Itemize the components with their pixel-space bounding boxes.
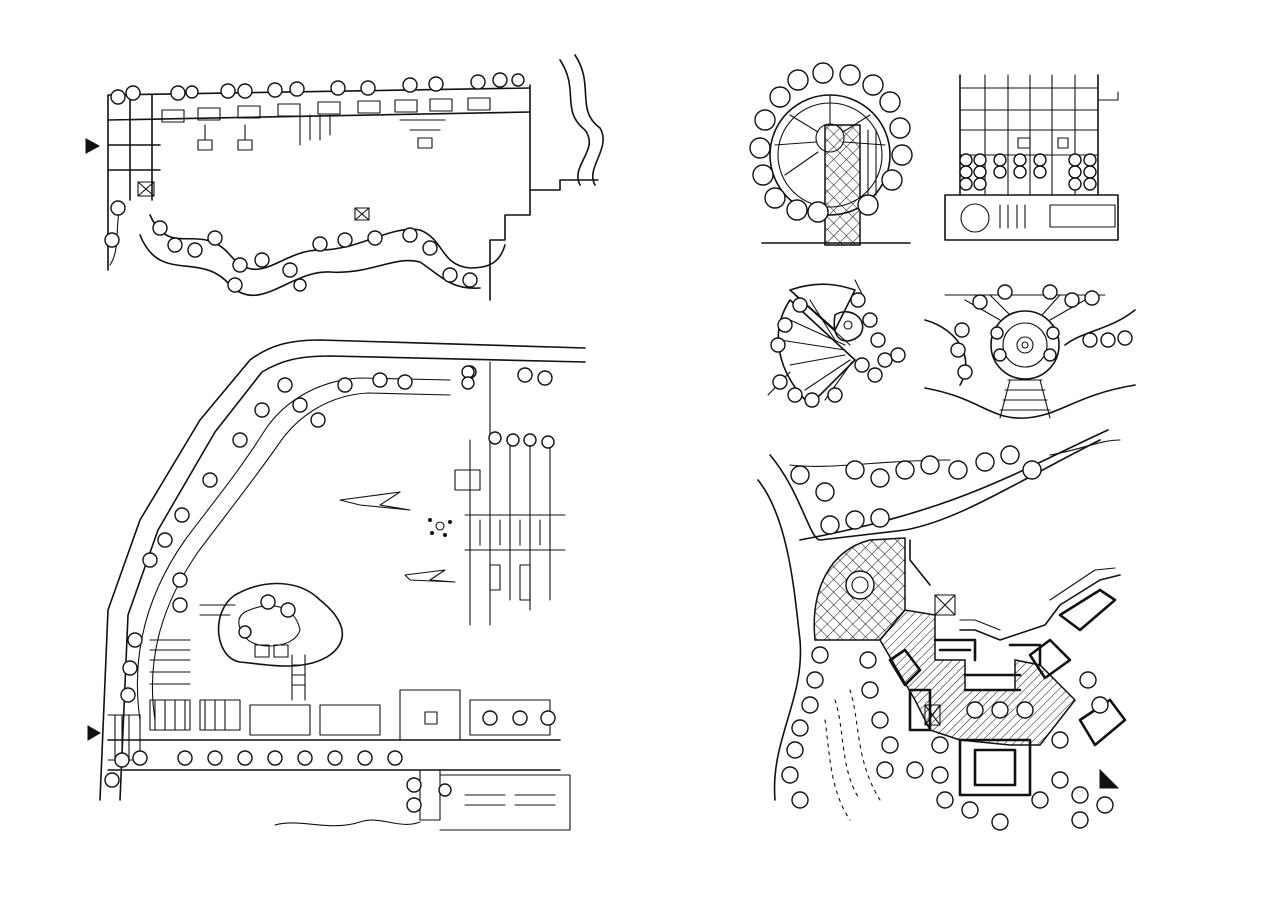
stair-triangle-icon <box>1099 768 1120 789</box>
entry-arrow-icon <box>85 138 101 154</box>
building-cluster-plan <box>757 429 1127 831</box>
courtyard-park-plan <box>87 339 586 831</box>
entry-arrow-icon <box>87 725 101 741</box>
grid-garden-detail <box>944 74 1119 241</box>
radial-fan-detail <box>767 279 906 408</box>
linear-waterfront-plan <box>85 54 604 301</box>
sunken-circle-detail <box>924 284 1136 419</box>
circular-plaza-detail <box>749 62 913 246</box>
